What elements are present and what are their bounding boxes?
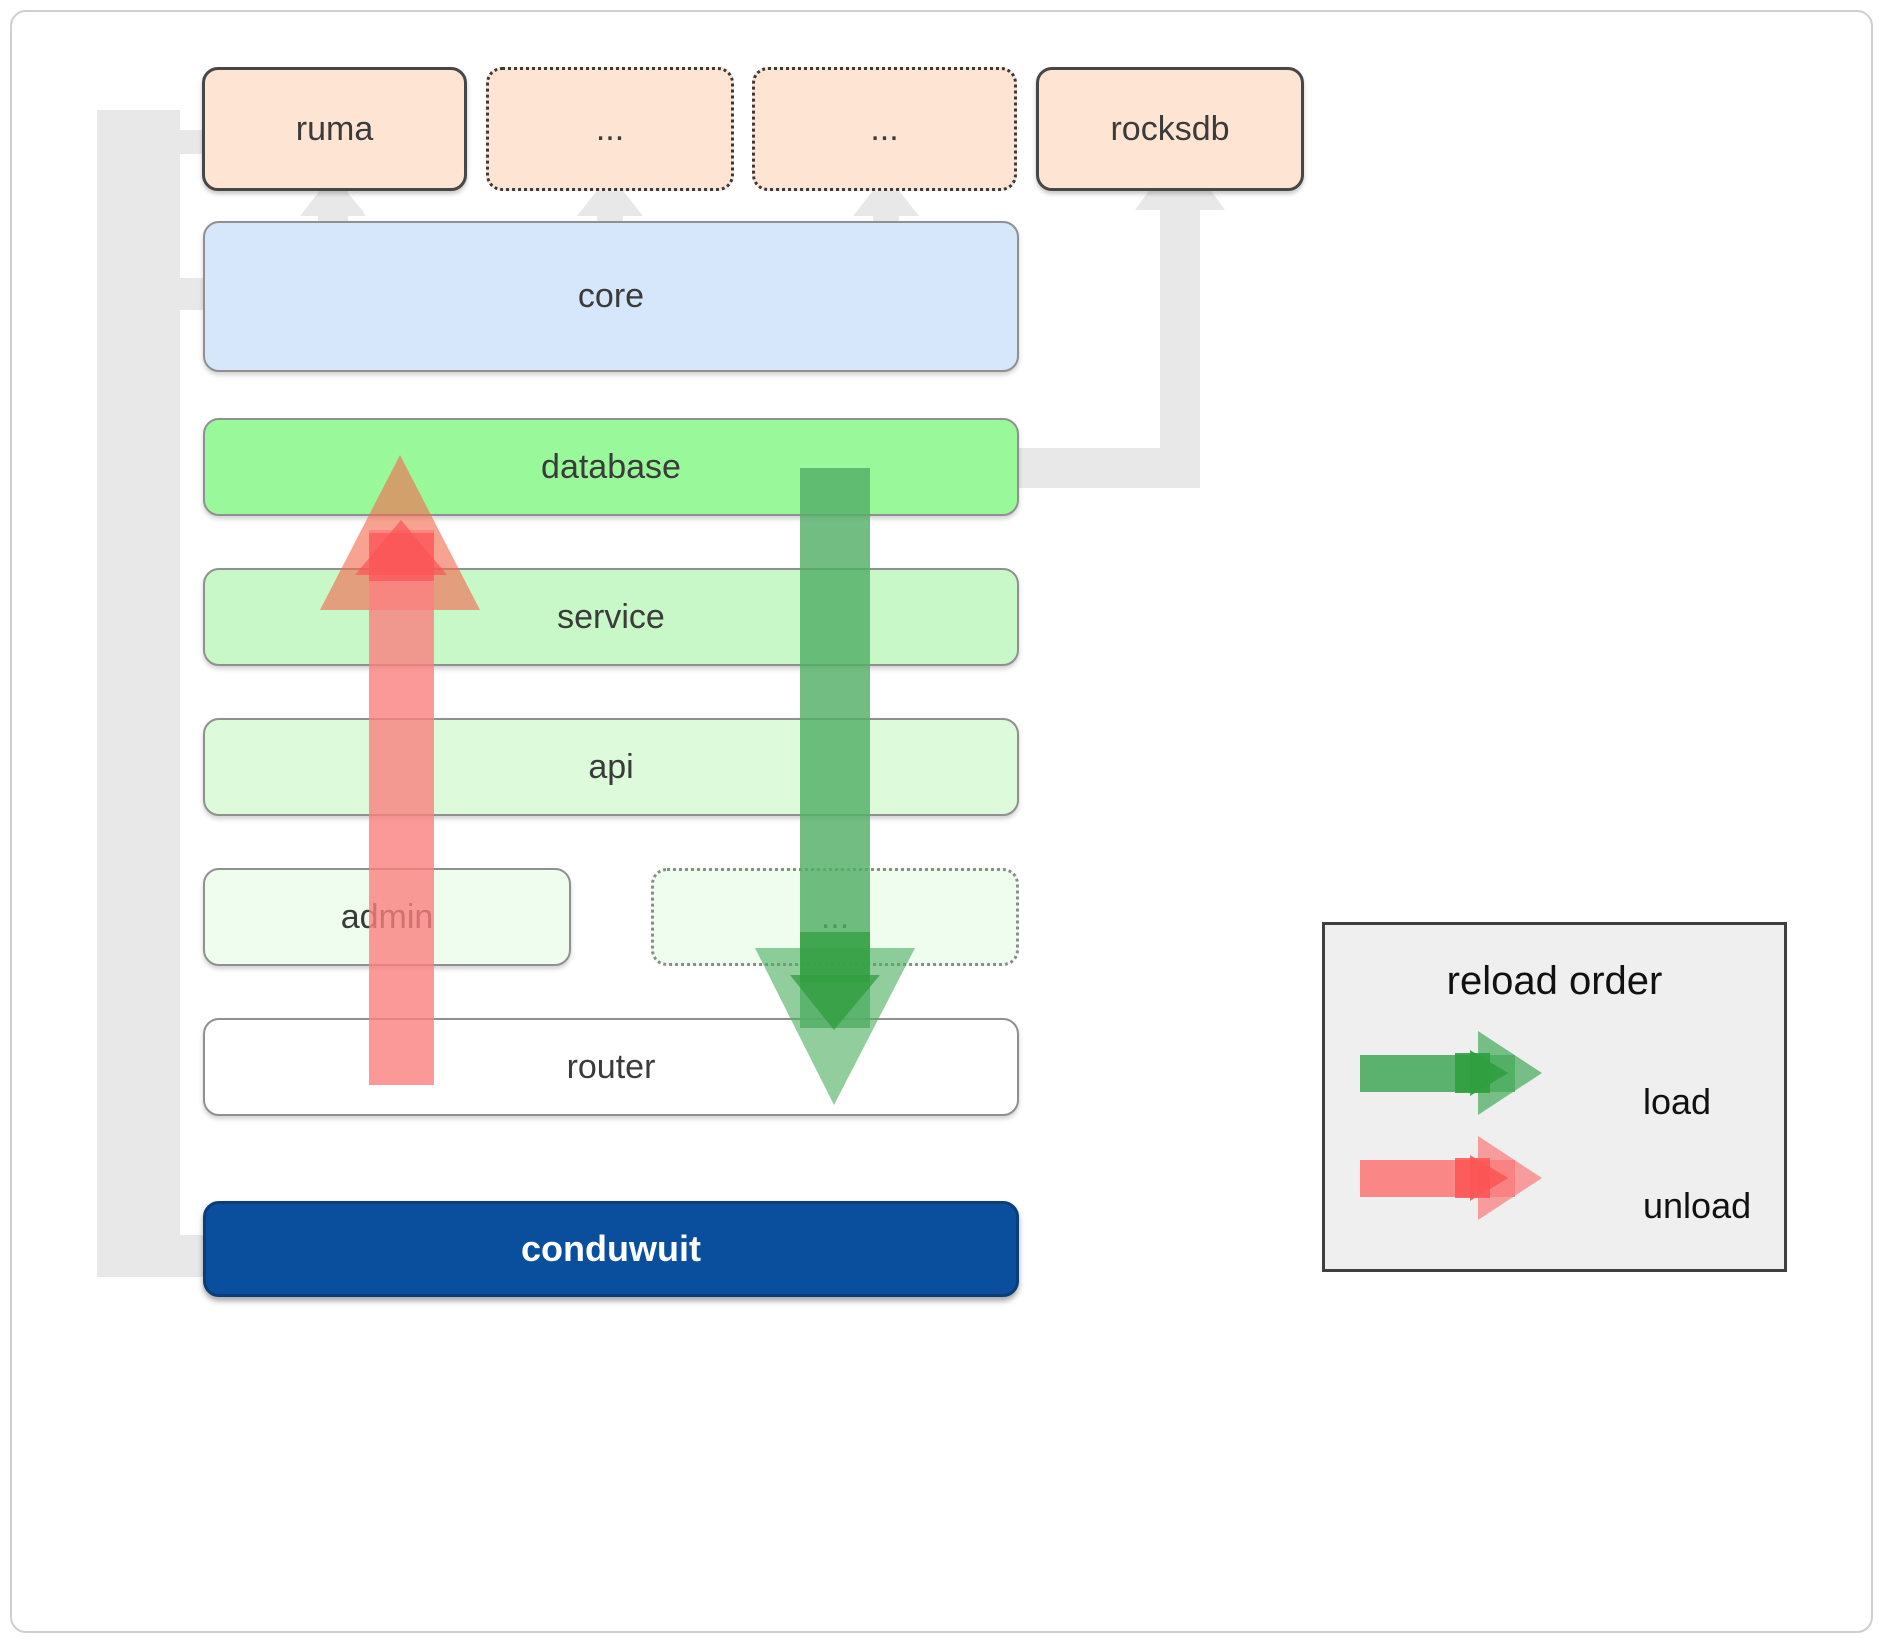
legend-title: reload order — [1446, 959, 1663, 1003]
legend-panel: reload order load unload — [1322, 922, 1787, 1272]
dependency-box-placeholder-2[interactable]: ... — [752, 67, 1017, 191]
layer-label: admin — [340, 897, 434, 936]
layer-box-service[interactable]: service — [203, 568, 1019, 666]
layer-label: api — [588, 747, 634, 786]
layer-label: core — [577, 277, 645, 315]
layer-label: service — [557, 597, 665, 636]
dependency-label: ... — [870, 109, 899, 148]
layer-box-core[interactable]: core — [203, 221, 1019, 372]
layer-box-admin[interactable]: admin — [203, 868, 571, 966]
root-label: conduwuit — [521, 1228, 701, 1269]
root-box-conduwuit[interactable]: conduwuit — [203, 1201, 1019, 1297]
layer-label: ... — [820, 897, 850, 936]
dependency-label: ruma — [295, 109, 374, 148]
dependency-label: ... — [595, 109, 625, 148]
layer-box-router[interactable]: router — [203, 1018, 1019, 1116]
dependency-box-rocksdb[interactable]: rocksdb — [1036, 67, 1304, 191]
layer-box-database[interactable]: database — [203, 418, 1019, 516]
layer-label: router — [566, 1047, 656, 1086]
layer-box-api[interactable]: api — [203, 718, 1019, 816]
legend-label-unload: unload — [1643, 1185, 1752, 1226]
layer-label: database — [541, 447, 681, 486]
dependency-label: rocksdb — [1110, 109, 1230, 148]
layer-box-placeholder[interactable]: ... — [651, 868, 1019, 966]
dependency-box-ruma[interactable]: ruma — [202, 67, 467, 191]
dependency-box-placeholder-1[interactable]: ... — [486, 67, 734, 191]
legend-label-load: load — [1643, 1081, 1712, 1122]
